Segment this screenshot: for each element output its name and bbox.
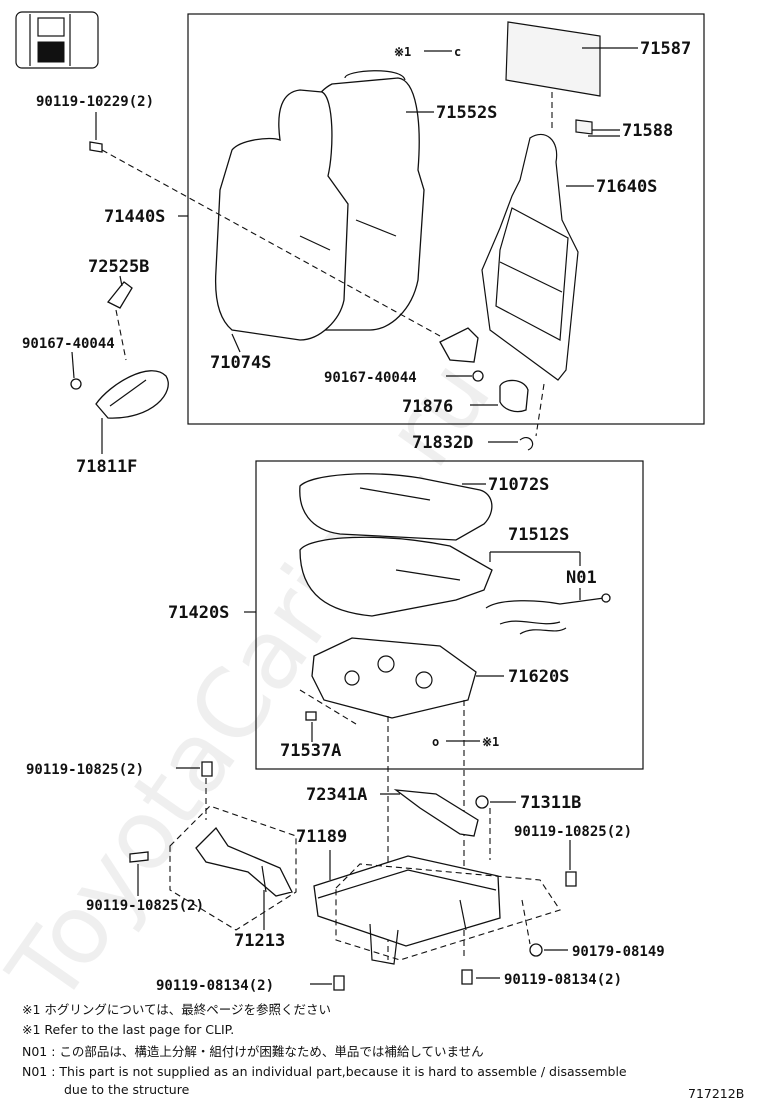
- bolt-90167-40044-right: [472, 370, 484, 382]
- label-71440S: 71440S: [104, 207, 165, 227]
- part-71832D-clip: [519, 437, 534, 451]
- bolt-90119-08134-a: [333, 975, 345, 991]
- label-71537A: 71537A: [280, 741, 341, 761]
- part-71876-cover: [499, 379, 529, 413]
- bolt-90119-08134-b: [461, 969, 473, 985]
- part-71440S-seatback-assembly: [214, 89, 349, 341]
- bolt-90167-40044-left: [70, 378, 82, 390]
- label-90119-10825-a: 90119-10825(2): [26, 762, 144, 778]
- label-71876: 71876: [402, 397, 453, 417]
- label-90179-08149: 90179-08149: [572, 944, 665, 960]
- bolt-90119-10825-b: [129, 851, 149, 863]
- part-71213-bracket: [195, 826, 293, 897]
- label-71640S: 71640S: [596, 177, 657, 197]
- label-72525B: 72525B: [88, 257, 149, 277]
- label-71811F: 71811F: [76, 457, 137, 477]
- label-71074S: 71074S: [210, 353, 271, 373]
- label-90119-10825-c: 90119-10825(2): [514, 824, 632, 840]
- part-72525B-clip: [106, 281, 133, 309]
- clip-icon-cushion: o: [432, 735, 439, 749]
- part-71311B-nut: [475, 795, 489, 809]
- clip-mark-cushion: ※1: [482, 735, 499, 749]
- label-71420S: 71420S: [168, 603, 229, 623]
- bolt-90119-10825-a: [201, 761, 213, 777]
- part-71420S-cushion-assembly: [299, 536, 493, 617]
- clip-icon-top: c: [454, 45, 461, 59]
- part-recliner-bracket: [439, 327, 479, 363]
- part-71072S-cushion-pad: [299, 473, 493, 541]
- label-71620S: 71620S: [508, 667, 569, 687]
- label-71588: 71588: [622, 121, 673, 141]
- label-71311B: 71311B: [520, 793, 581, 813]
- label-90119-08134-a: 90119-08134(2): [156, 978, 274, 994]
- note-clip-jp: ※1 ホグリングについては、最終ページを参照ください: [22, 1002, 331, 1017]
- part-71588-pad: [575, 119, 593, 135]
- label-90119-10825-b: 90119-10825(2): [86, 898, 204, 914]
- label-90119-08134-b: 90119-08134(2): [504, 972, 622, 988]
- part-71620S-cushion-frame: [311, 637, 477, 719]
- part-71537A-cap: [305, 711, 317, 721]
- label-71512S: 71512S: [508, 525, 569, 545]
- part-71189-seat-frame: [313, 855, 501, 965]
- label-71213: 71213: [234, 931, 285, 951]
- clip-mark-top: ※1: [394, 45, 411, 59]
- part-71640S-seatback-frame: [481, 133, 579, 381]
- label-71072S: 71072S: [488, 475, 549, 495]
- bolt-90119-10229: [89, 141, 103, 153]
- label-71189: 71189: [296, 827, 347, 847]
- label-71552S: 71552S: [436, 103, 497, 123]
- label-72341A: 72341A: [306, 785, 367, 805]
- note-n01-en-2: due to the structure: [64, 1082, 190, 1097]
- part-72341A-cover: [393, 789, 479, 837]
- label-90167-40044-right: 90167-40044: [324, 370, 417, 386]
- cushion-group-box: [255, 460, 644, 770]
- label-90167-40044-left: 90167-40044: [22, 336, 115, 352]
- diagram-id: 717212B: [688, 1086, 744, 1101]
- label-71587: 71587: [640, 39, 691, 59]
- bolt-90119-10825-c: [565, 871, 577, 887]
- label-N01: N01: [566, 568, 597, 588]
- part-71587-pad: [505, 21, 601, 97]
- part-71811F-cover: [95, 370, 169, 419]
- note-n01-en-1: N01 : This part is not supplied as an in…: [22, 1064, 627, 1079]
- seatback-group-box: [187, 13, 705, 425]
- note-clip-en: ※1 Refer to the last page for CLIP.: [22, 1022, 234, 1037]
- part-90179-08149-nut: [529, 943, 543, 957]
- part-N01-wire-harness: [485, 593, 611, 635]
- label-71832D: 71832D: [412, 433, 473, 453]
- seat-location-icon: [15, 11, 99, 69]
- label-90119-10229: 90119-10229(2): [36, 94, 154, 110]
- note-n01-jp: N01 : この部品は、構造上分解・組付けが困難なため、単品では補給していません: [22, 1044, 484, 1059]
